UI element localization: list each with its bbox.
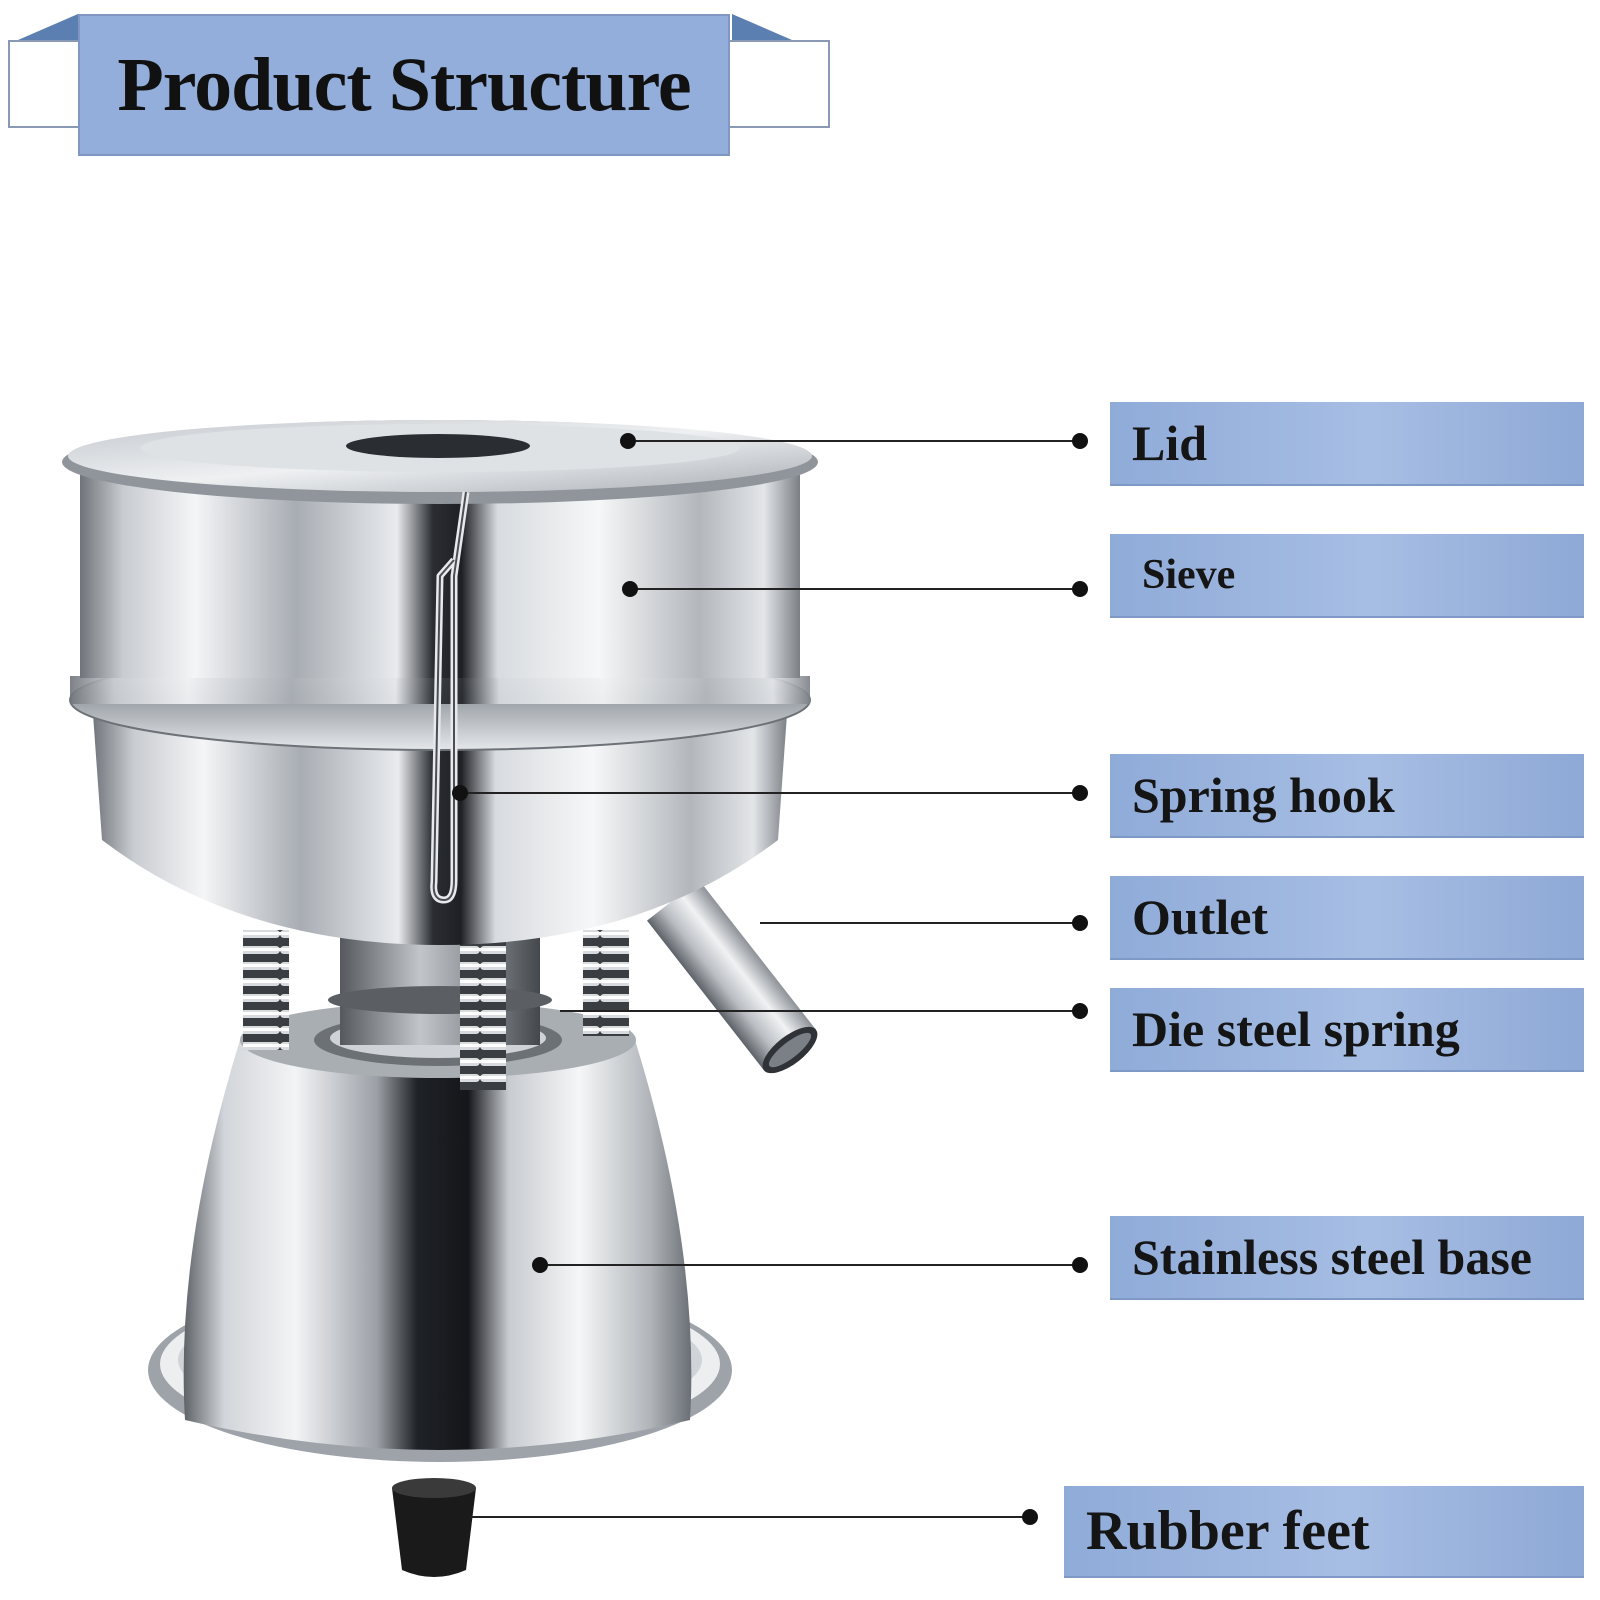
lower-drum (92, 700, 788, 945)
label-die-steel-spring-text: Die steel spring (1132, 1001, 1460, 1057)
leader-lid (628, 440, 1080, 442)
leader-rubber-feet (470, 1516, 1030, 1518)
label-stainless-steel-base-text: Stainless steel base (1132, 1229, 1532, 1285)
stainless-base-body (183, 1020, 692, 1450)
leader-dot-lid-end (1072, 433, 1088, 449)
label-rubber-feet: Rubber feet (1064, 1486, 1584, 1578)
spring-left (243, 930, 289, 1050)
leader-stainless-steel-base (540, 1264, 1080, 1266)
spring-hook (430, 491, 470, 904)
leader-dot-outlet-end (1072, 915, 1088, 931)
leader-spring-hook (460, 792, 1080, 794)
label-lid: Lid (1110, 402, 1584, 486)
leader-dot-lid-start (620, 433, 636, 449)
leader-dot-spring-hook-start (452, 785, 468, 801)
leader-dot-die-steel-spring-end (1072, 1003, 1088, 1019)
spring-center (460, 940, 506, 1090)
leader-dot-spring-hook-end (1072, 785, 1088, 801)
label-sieve: Sieve (1110, 534, 1584, 618)
label-die-steel-spring: Die steel spring (1110, 988, 1584, 1072)
label-lid-text: Lid (1132, 415, 1208, 471)
leader-outlet (760, 922, 1080, 924)
leader-dot-sieve-start (622, 581, 638, 597)
leader-die-steel-spring (560, 1010, 1080, 1012)
leader-sieve (630, 588, 1080, 590)
outlet-tube (647, 880, 818, 1074)
leader-dot-rubber-feet-end (1022, 1509, 1038, 1525)
sieve-drum (80, 462, 800, 678)
label-stainless-steel-base: Stainless steel base (1110, 1216, 1584, 1300)
page-title: Product Structure (117, 42, 691, 127)
rubber-foot (392, 1488, 476, 1577)
label-spring-hook: Spring hook (1110, 754, 1584, 838)
lid-opening (346, 434, 530, 458)
spring-right (583, 930, 629, 1036)
label-sieve-text: Sieve (1142, 552, 1236, 598)
leader-dot-base-end (1072, 1257, 1088, 1273)
label-outlet: Outlet (1110, 876, 1584, 960)
title-banner: Product Structure (78, 14, 730, 156)
banner-fold-right (732, 14, 792, 40)
banner-wing-right (722, 40, 830, 128)
leader-dot-base-start (532, 1257, 548, 1273)
label-rubber-feet-text: Rubber feet (1086, 1500, 1370, 1562)
label-spring-hook-text: Spring hook (1132, 767, 1395, 823)
label-outlet-text: Outlet (1132, 889, 1269, 945)
banner-fold-left (18, 14, 78, 40)
leader-dot-sieve-end (1072, 581, 1088, 597)
